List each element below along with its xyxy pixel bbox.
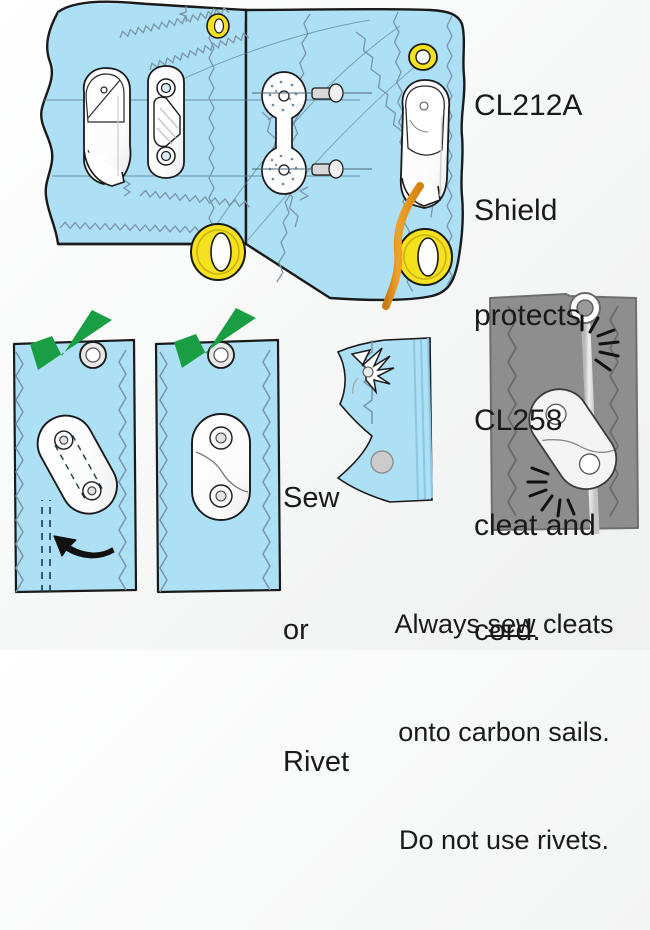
cleat-angled xyxy=(36,414,118,515)
seam-diagonal xyxy=(247,61,421,241)
headline-line-2: Shield xyxy=(474,194,558,227)
green-check-icon-1 xyxy=(30,310,112,370)
panel-sew-or-rivet-detail xyxy=(336,337,433,503)
grommet-large-left xyxy=(190,223,246,281)
footer-line-1: Always sew cleats xyxy=(360,606,648,642)
sew-label: Sew xyxy=(283,482,340,514)
shield-cl212a-left xyxy=(82,67,132,187)
headline-line-5: cleat and xyxy=(474,509,596,542)
rivet-fastener-bottom xyxy=(252,159,372,179)
footer-post: cleats xyxy=(535,609,614,639)
cleat-cl258 xyxy=(147,65,185,179)
stitch-zigzag-left xyxy=(159,351,168,593)
technical-illustration xyxy=(12,0,639,600)
headline-line-4: CL258 xyxy=(474,404,563,437)
headline-line-3: protects xyxy=(474,299,581,332)
stitch-zigzag-carbon-left xyxy=(506,305,518,517)
panel-carbon-sail-sewn xyxy=(489,292,639,535)
backing-plate xyxy=(261,71,307,195)
rotation-arrow xyxy=(53,535,115,559)
sail-corner-detail xyxy=(336,337,433,503)
sail-layer-edges xyxy=(413,337,433,501)
headline-line-6: cord. xyxy=(474,614,541,647)
seam-diagonal xyxy=(205,25,401,241)
rivet-label: Rivet xyxy=(283,746,350,778)
sew-or-rivet-label: Sew or Rivet xyxy=(283,388,349,872)
footer-pre: Always xyxy=(394,609,488,639)
stitch-fan-carbon-top xyxy=(580,314,620,372)
illustration-canvas: CL212A Shield protects CL258 cleat and c… xyxy=(12,0,639,855)
sail-left-head xyxy=(57,0,247,14)
headline-text: CL212A Shield protects CL258 cleat and c… xyxy=(474,18,596,718)
footer-line-2: onto carbon sails. xyxy=(398,717,610,747)
stitch-zigzag-right xyxy=(262,349,271,591)
headline-line-1: CL212A xyxy=(474,89,583,122)
panel-correct-aligned-cleat xyxy=(154,338,282,600)
grommet-small-top xyxy=(206,13,230,39)
seam-diagonal xyxy=(167,19,371,87)
grommet-large-right xyxy=(397,228,453,286)
stitch-fan-carbon-bottom xyxy=(526,466,576,518)
or-label: or xyxy=(283,614,309,646)
panel-top-sail-assembly xyxy=(40,0,466,310)
stitch-zigzag-right xyxy=(118,349,127,591)
cleat-sewn-carbon xyxy=(528,388,618,490)
footer-emphasis-sew: sew xyxy=(487,609,536,639)
grommet-panel-2 xyxy=(207,341,235,369)
sail-left-body xyxy=(40,8,248,246)
green-check-icon-2 xyxy=(174,308,256,368)
cord-tail xyxy=(382,182,424,310)
footer-instruction-text: Always sew cleats onto carbon sails. Do … xyxy=(360,534,648,930)
rivet-fastener-top xyxy=(252,83,372,103)
stitch-zigzag-left xyxy=(15,351,24,593)
grommet-carbon xyxy=(569,292,601,324)
stitch-fan-icon xyxy=(350,347,395,395)
rivet-dot-icon xyxy=(370,450,394,474)
grommet-panel-1 xyxy=(79,341,107,369)
footer-line-3: Do not use rivets. xyxy=(398,825,610,855)
panel-correct-angled-cleat xyxy=(12,338,138,596)
shield-cl212a-installed xyxy=(399,79,451,209)
